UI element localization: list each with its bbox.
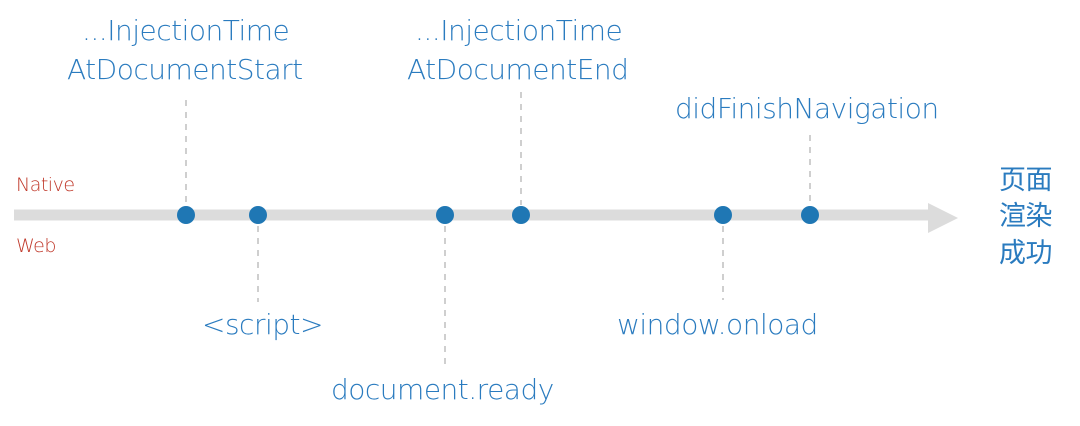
label-did-finish-navigation: didFinishNavigation [675, 92, 939, 125]
timeline-arrowhead [928, 203, 958, 233]
label-script: <script> [202, 308, 323, 341]
label-injection-start-line2: AtDocumentStart [67, 53, 303, 86]
label-injection-start-line1: ...InjectionTime [82, 14, 290, 47]
label-injection-end-line1: ...InjectionTime [415, 14, 623, 47]
label-document-ready: document.ready [331, 373, 554, 406]
event-dot-script [249, 206, 267, 224]
event-dot-injection-start [177, 206, 195, 224]
label-window-onload: window.onload [617, 308, 818, 341]
web-side-label: Web [16, 235, 56, 257]
event-dot-document-ready [436, 206, 454, 224]
native-side-label: Native [16, 174, 75, 196]
event-dot-did-finish [801, 206, 819, 224]
event-dot-window-onload [714, 206, 732, 224]
event-dot-injection-end [512, 206, 530, 224]
end-label-line2: 渲染 [999, 201, 1053, 232]
label-injection-end-line2: AtDocumentEnd [407, 53, 629, 86]
end-label-line1: 页面 [999, 165, 1053, 196]
end-label-line3: 成功 [999, 238, 1053, 269]
